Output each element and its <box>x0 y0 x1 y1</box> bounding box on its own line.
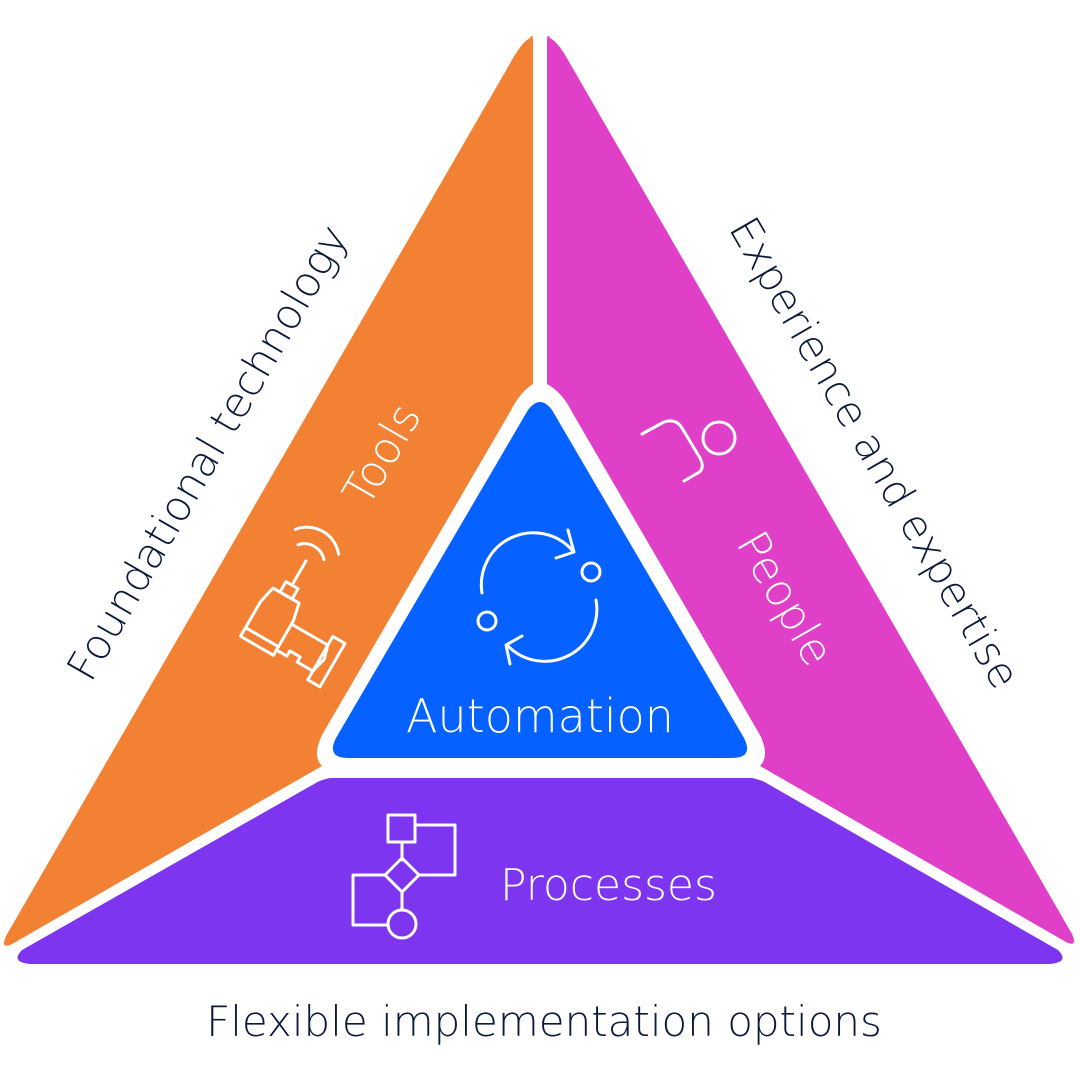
cycle-arrows-icon <box>476 528 602 666</box>
processes-segment <box>17 778 1063 964</box>
automation-segment <box>332 402 748 758</box>
people-segment <box>547 35 1074 944</box>
tools-segment <box>4 35 533 946</box>
flowchart-icon <box>351 813 457 940</box>
automation-label: Automation <box>406 689 674 743</box>
drill-with-wireless-signal-icon <box>239 525 347 689</box>
bottom-label: Flexible implementation options <box>206 997 882 1046</box>
processes-label: Processes <box>500 860 717 911</box>
person-icon <box>640 419 737 483</box>
